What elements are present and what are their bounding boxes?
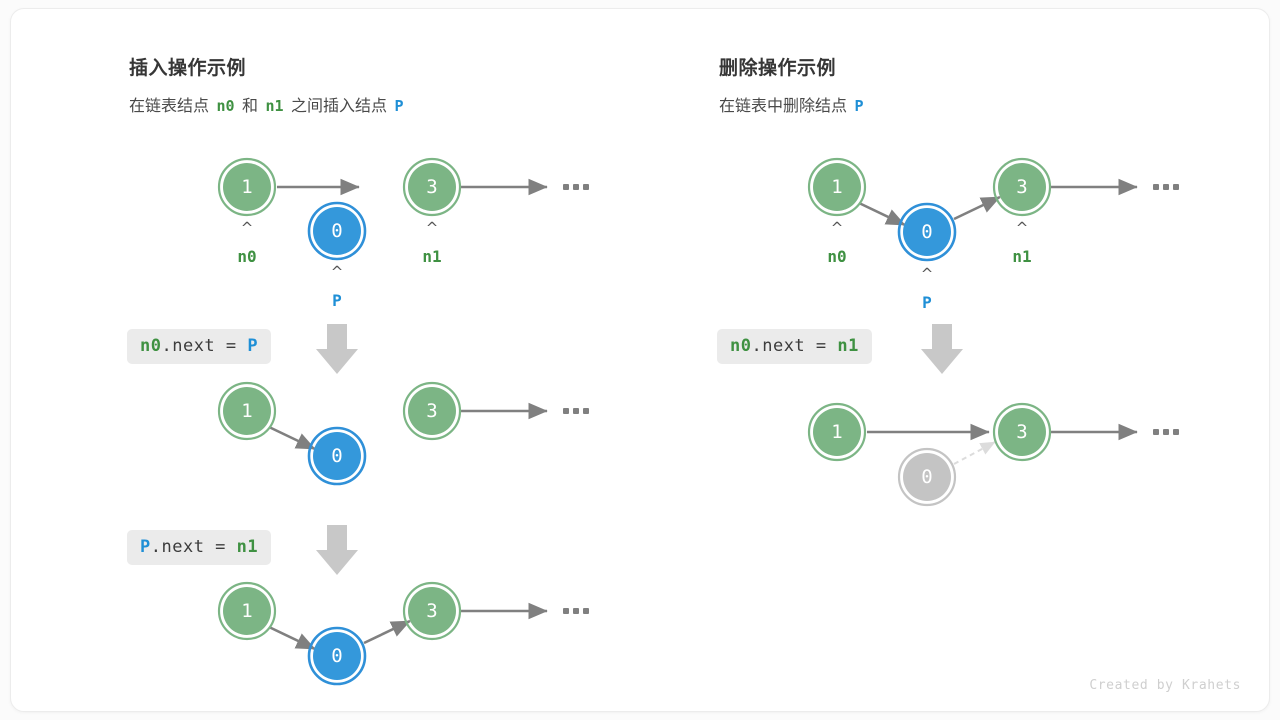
node-n0-value: 1 bbox=[241, 600, 252, 622]
link-n0-p bbox=[858, 201, 906, 227]
panel-delete: 删除操作示例 在链表中删除结点 P bbox=[641, 9, 1269, 711]
ellipsis-dots bbox=[1153, 429, 1179, 435]
node-n0-value: 1 bbox=[241, 176, 252, 198]
node-p-deleted: 0 bbox=[897, 447, 957, 507]
panel-delete-subtitle: 在链表中删除结点 P bbox=[719, 92, 867, 116]
down-arrow-icon bbox=[316, 525, 358, 575]
insert-step-2-diagram: 1 0 3 bbox=[207, 581, 607, 691]
ellipsis-dots bbox=[563, 184, 589, 190]
caret-n0-icon: ^ bbox=[831, 219, 844, 237]
code-token-next: .next = bbox=[161, 336, 248, 356]
pointer-label-p: P bbox=[332, 291, 342, 310]
link-n0-p bbox=[268, 625, 316, 651]
node-p: 0 bbox=[307, 426, 367, 486]
node-p: 0 bbox=[897, 202, 957, 262]
node-n1-value: 3 bbox=[426, 600, 437, 622]
node-n1-value: 3 bbox=[1016, 421, 1027, 443]
node-n1: 3 bbox=[402, 581, 462, 641]
node-n1-value: 3 bbox=[426, 400, 437, 422]
delete-step-1-diagram: 1 0 3 bbox=[797, 402, 1197, 522]
code-token-n0: n0 bbox=[730, 336, 752, 356]
ellipsis-dots bbox=[563, 408, 589, 414]
node-n0-value: 1 bbox=[831, 176, 842, 198]
subtitle-text-0: 在链表结点 bbox=[129, 98, 210, 115]
node-p: 0 bbox=[307, 201, 367, 261]
node-p-value: 0 bbox=[331, 445, 342, 467]
node-n0: 1 bbox=[217, 381, 277, 441]
down-arrow-icon bbox=[921, 324, 963, 374]
subtitle-ref-n1: n1 bbox=[265, 97, 284, 115]
insert-step-2-code: P.next = n1 bbox=[127, 530, 272, 565]
node-p-value: 0 bbox=[921, 221, 932, 243]
pointer-label-p: P bbox=[922, 293, 932, 312]
node-p: 0 bbox=[307, 626, 367, 686]
credit-label: Created by Krahets bbox=[1089, 678, 1241, 693]
code-token-p: P bbox=[140, 537, 151, 557]
node-n1: 3 bbox=[992, 402, 1052, 462]
insert-arrow-1 bbox=[314, 322, 360, 378]
subtitle-text-2: 之间插入结点 bbox=[290, 98, 387, 115]
pointer-label-n1: n1 bbox=[422, 247, 441, 266]
link-p-n1-dashed bbox=[953, 441, 996, 465]
node-n1: 3 bbox=[992, 157, 1052, 217]
ellipsis-dots bbox=[563, 608, 589, 614]
code-token-n1: n1 bbox=[837, 336, 859, 356]
node-n0-value: 1 bbox=[241, 400, 252, 422]
panel-insert: 插入操作示例 在链表结点 n0 和 n1 之间插入结点 P bbox=[11, 9, 641, 711]
code-token-next: .next = bbox=[751, 336, 838, 356]
pointer-label-n1: n1 bbox=[1012, 247, 1031, 266]
panel-insert-subtitle: 在链表结点 n0 和 n1 之间插入结点 P bbox=[129, 92, 406, 116]
caret-n0-icon: ^ bbox=[241, 219, 254, 237]
subtitle-text-0: 在链表中删除结点 bbox=[719, 98, 848, 115]
node-n0: 1 bbox=[807, 402, 867, 462]
caret-p-icon: ^ bbox=[921, 265, 934, 283]
pointer-label-n0: n0 bbox=[827, 247, 846, 266]
pointer-label-n0: n0 bbox=[237, 247, 256, 266]
code-token-p: P bbox=[247, 336, 259, 356]
insert-step-0-diagram: 1 0 3 ^ n0 ^ bbox=[207, 157, 607, 317]
caret-n1-icon: ^ bbox=[1016, 219, 1029, 237]
panel-delete-title: 删除操作示例 bbox=[719, 58, 837, 79]
node-n0: 1 bbox=[217, 581, 277, 641]
code-token-n0: n0 bbox=[140, 336, 162, 356]
diagram-card: 插入操作示例 在链表结点 n0 和 n1 之间插入结点 P bbox=[10, 8, 1270, 712]
link-n0-p bbox=[268, 425, 316, 451]
node-n0: 1 bbox=[807, 157, 867, 217]
subtitle-text-1: 和 bbox=[241, 98, 258, 115]
caret-p-icon: ^ bbox=[331, 263, 344, 281]
delete-step-1-code: n0.next = n1 bbox=[717, 329, 872, 364]
insert-step-1-diagram: 1 0 3 bbox=[207, 381, 607, 491]
down-arrow-icon bbox=[316, 324, 358, 374]
node-n0: 1 bbox=[217, 157, 277, 217]
node-n1: 3 bbox=[402, 381, 462, 441]
node-p-value: 0 bbox=[331, 220, 342, 242]
insert-step-1-code: n0.next = P bbox=[127, 329, 272, 364]
delete-arrow-1 bbox=[919, 322, 965, 378]
panel-insert-title: 插入操作示例 bbox=[129, 58, 247, 79]
caret-n1-icon: ^ bbox=[426, 219, 439, 237]
code-token-n1: n1 bbox=[236, 537, 259, 557]
subtitle-ref-p: P bbox=[394, 97, 404, 115]
link-p-n1 bbox=[953, 195, 1001, 221]
node-n0-value: 1 bbox=[831, 421, 842, 443]
delete-step-0-diagram: 1 0 3 ^ n0 ^ P ^ bbox=[797, 157, 1197, 327]
insert-arrow-2 bbox=[314, 523, 360, 579]
link-p-n1 bbox=[363, 619, 411, 645]
node-n1-value: 3 bbox=[426, 176, 437, 198]
subtitle-ref-p: P bbox=[854, 97, 864, 115]
subtitle-ref-n0: n0 bbox=[216, 97, 235, 115]
ellipsis-dots bbox=[1153, 184, 1179, 190]
node-n1: 3 bbox=[402, 157, 462, 217]
node-n1-value: 3 bbox=[1016, 176, 1027, 198]
code-token-next: .next = bbox=[150, 537, 237, 557]
node-p-value: 0 bbox=[921, 466, 932, 488]
node-p-value: 0 bbox=[331, 645, 342, 667]
